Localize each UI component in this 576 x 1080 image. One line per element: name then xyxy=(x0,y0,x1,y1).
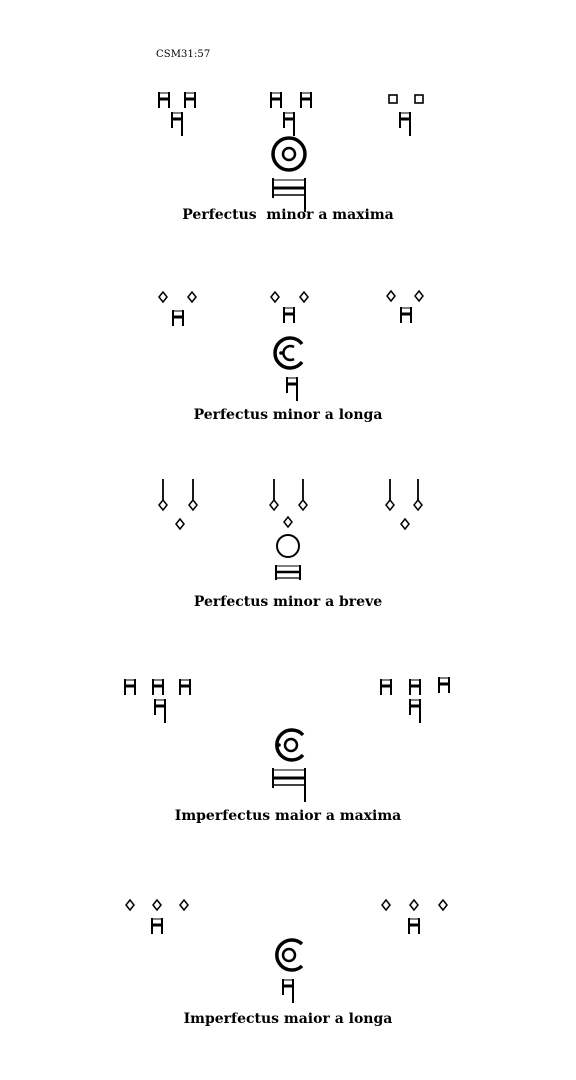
longa-note xyxy=(170,110,184,138)
semibreve-note xyxy=(381,899,391,911)
mensuration-sign-circle xyxy=(276,534,300,558)
semibreve-note xyxy=(175,518,185,530)
semibreve-note xyxy=(400,518,410,530)
breve-note xyxy=(399,305,413,325)
breve-note xyxy=(150,916,164,936)
section-3-notation xyxy=(158,478,423,580)
longa-note xyxy=(281,977,295,1005)
breve-note xyxy=(171,308,185,328)
minim-note xyxy=(158,478,168,511)
section-1-notation xyxy=(157,90,424,214)
breve-note xyxy=(151,677,165,697)
section-4-notation xyxy=(123,675,451,804)
semibreve-note xyxy=(438,899,448,911)
breve-note xyxy=(437,675,451,695)
mensuration-sign-c-circle xyxy=(275,938,304,972)
section-2-notation xyxy=(158,290,424,403)
mensuration-sign-circle-double xyxy=(271,136,307,172)
breve-note xyxy=(379,677,393,697)
longa-note xyxy=(408,697,422,725)
section-caption: Perfectus minor a maxima xyxy=(182,207,394,223)
minim-note xyxy=(298,478,308,511)
breve-note xyxy=(299,90,313,110)
square-note xyxy=(388,94,398,104)
semibreve-note xyxy=(125,899,135,911)
mensuration-sign-c-dot xyxy=(273,336,304,370)
semibreve-note xyxy=(158,291,168,303)
group-left xyxy=(157,90,197,138)
breve-note xyxy=(183,90,197,110)
longa-note xyxy=(282,110,296,138)
minim-note xyxy=(413,478,423,511)
breve-note-wide xyxy=(275,565,301,580)
breve-note xyxy=(269,90,283,110)
breve-note xyxy=(407,916,421,936)
semibreve-note xyxy=(414,290,424,302)
longa-note xyxy=(398,110,412,138)
semibreve-note xyxy=(299,291,309,303)
group-right xyxy=(388,94,424,138)
breve-note xyxy=(282,305,296,325)
breve-note xyxy=(123,677,137,697)
section-caption: Imperfectus maior a longa xyxy=(183,1011,393,1027)
section-caption: Imperfectus maior a maxima xyxy=(174,808,402,824)
semibreve-note xyxy=(179,899,189,911)
longa-note xyxy=(153,697,167,725)
semibreve-note xyxy=(409,899,419,911)
longa-note xyxy=(285,375,299,403)
breve-note xyxy=(408,677,422,697)
minim-note xyxy=(269,478,279,511)
section-caption: Perfectus minor a longa xyxy=(193,407,383,423)
section-5-notation xyxy=(125,899,448,1005)
square-note xyxy=(414,94,424,104)
mensuration-sign-c-dot xyxy=(275,728,305,762)
source-reference: CSM31:57 xyxy=(156,49,211,60)
group-center xyxy=(269,90,313,138)
semibreve-note xyxy=(386,290,396,302)
semibreve-note xyxy=(152,899,162,911)
breve-note xyxy=(157,90,171,110)
semibreve-note xyxy=(283,516,293,528)
maxima-note xyxy=(271,766,307,804)
minim-note xyxy=(385,478,395,511)
semibreve-note xyxy=(187,291,197,303)
minim-note xyxy=(188,478,198,511)
semibreve-note xyxy=(270,291,280,303)
breve-note xyxy=(178,677,192,697)
section-caption: Perfectus minor a breve xyxy=(193,594,383,610)
